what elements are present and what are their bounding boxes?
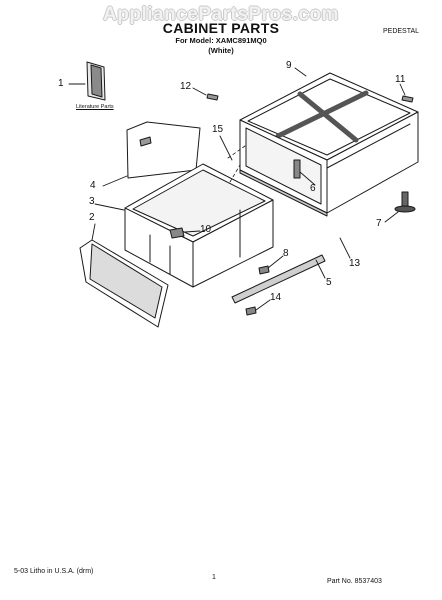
leveling-leg-part (394, 191, 416, 213)
screw-8-part (258, 265, 270, 275)
callout-11: 11 (395, 74, 406, 85)
screw-14-part (245, 306, 257, 316)
callout-7: 7 (376, 218, 382, 229)
page-title: CABINET PARTS (162, 20, 280, 36)
assembly-lines (227, 145, 246, 183)
section-label: PEDESTAL (383, 28, 420, 35)
drawer-bin-part (124, 163, 274, 288)
screw-12-part (206, 93, 219, 101)
model-line: For Model: XAMC891MQ0 (175, 36, 267, 45)
callout-9: 9 (286, 60, 292, 71)
callout-12: 12 (180, 81, 192, 92)
color-line: (White) (208, 46, 234, 55)
drawer-front-part (79, 239, 169, 328)
callout-1: 1 (58, 78, 64, 89)
literature-booklet-part (86, 61, 106, 101)
slide-rail-part (231, 254, 326, 304)
callout-6: 6 (310, 183, 316, 194)
literature-label: Literature Parts (76, 104, 114, 110)
page-number: 1 (212, 574, 216, 581)
print-info: 5-03 Litho in U.S.A. (drm) (14, 568, 94, 575)
part-number: Part No. 8537403 (327, 578, 382, 585)
callout-8: 8 (283, 248, 289, 259)
callout-5: 5 (326, 277, 332, 288)
callout-4: 4 (90, 180, 96, 191)
callout-15: 15 (212, 124, 224, 135)
screw-11-part (401, 95, 414, 103)
leader-lines (68, 67, 406, 311)
callout-3: 3 (89, 196, 95, 207)
watermark: AppliancePartsPros.com (103, 4, 339, 25)
callout-14: 14 (270, 292, 282, 303)
drawer-panel-part (126, 121, 201, 179)
clip-10-part (169, 227, 185, 239)
pedestal-cabinet-part (239, 72, 419, 217)
bumper-6-part (293, 159, 301, 179)
callout-2: 2 (89, 212, 95, 223)
callout-13: 13 (349, 258, 361, 269)
callout-10: 10 (200, 224, 212, 235)
